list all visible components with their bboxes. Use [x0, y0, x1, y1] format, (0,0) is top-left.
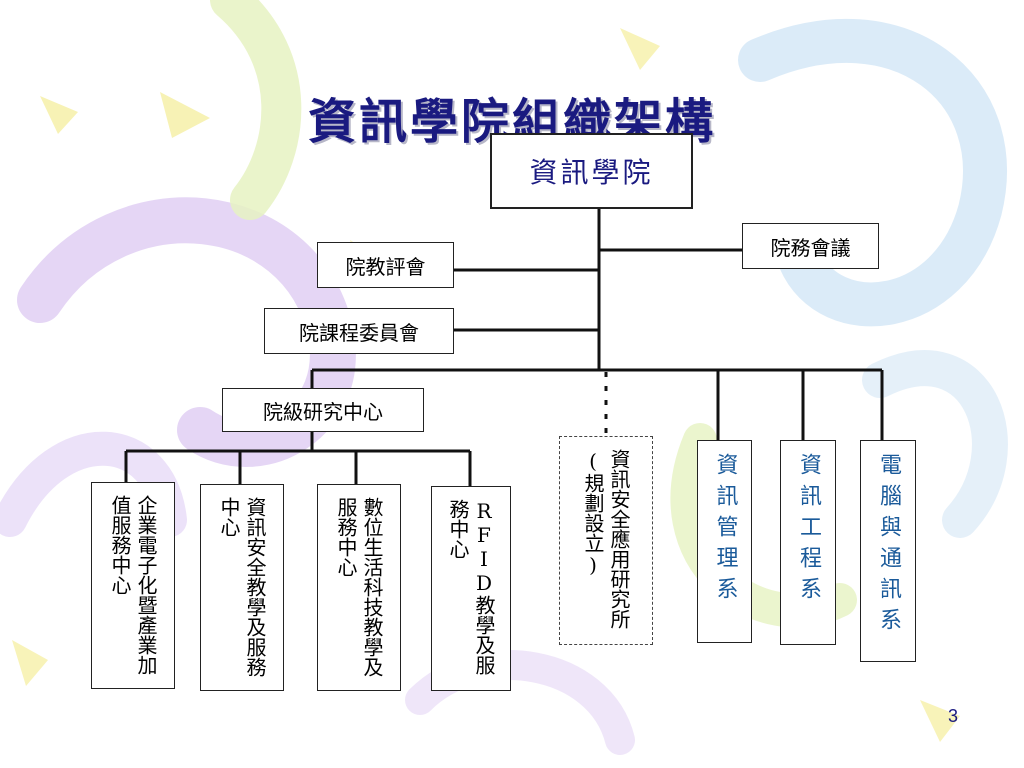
department-label: 資訊管理系: [712, 453, 738, 608]
curriculum-committee-label: 院課程委員會: [299, 320, 419, 345]
department-label: 電腦與通訊系: [876, 453, 901, 639]
research-center-box: 數位生活科技教學及服務中心: [317, 484, 401, 691]
college-root-label: 資訊學院: [529, 156, 654, 189]
research-center-label: RFID教學及服務中心: [446, 499, 496, 675]
research-centers-group-box: 院級研究中心: [222, 388, 424, 432]
planned-institute-box: 資訊安全應用研究所(規劃設立): [559, 436, 653, 645]
research-center-label: 企業電子化暨產業加值服務中心: [108, 495, 158, 675]
page-number: 3: [948, 706, 959, 726]
research-centers-group-label: 院級研究中心: [263, 399, 383, 424]
research-center-label: 資訊安全教學及服務中心: [217, 497, 267, 677]
curriculum-committee-box: 院課程委員會: [264, 308, 454, 354]
research-center-label: 數位生活科技教學及服務中心: [334, 497, 384, 677]
evaluation-committee-box: 院教評會: [317, 242, 454, 288]
research-center-box: RFID教學及服務中心: [431, 486, 511, 691]
college-affairs-meeting-box: 院務會議: [742, 223, 879, 269]
research-center-box: 企業電子化暨產業加值服務中心: [91, 482, 175, 689]
research-center-box: 資訊安全教學及服務中心: [200, 484, 284, 691]
college-affairs-meeting-label: 院務會議: [770, 235, 851, 260]
department-label: 資訊工程系: [796, 453, 821, 608]
planned-institute-label: 資訊安全應用研究所(規劃設立): [581, 449, 631, 629]
department-box: 電腦與通訊系: [860, 440, 916, 662]
college-root-box: 資訊學院: [490, 133, 693, 209]
department-box: 資訊管理系: [697, 440, 752, 643]
department-box: 資訊工程系: [780, 440, 836, 645]
evaluation-committee-label: 院教評會: [345, 254, 426, 279]
